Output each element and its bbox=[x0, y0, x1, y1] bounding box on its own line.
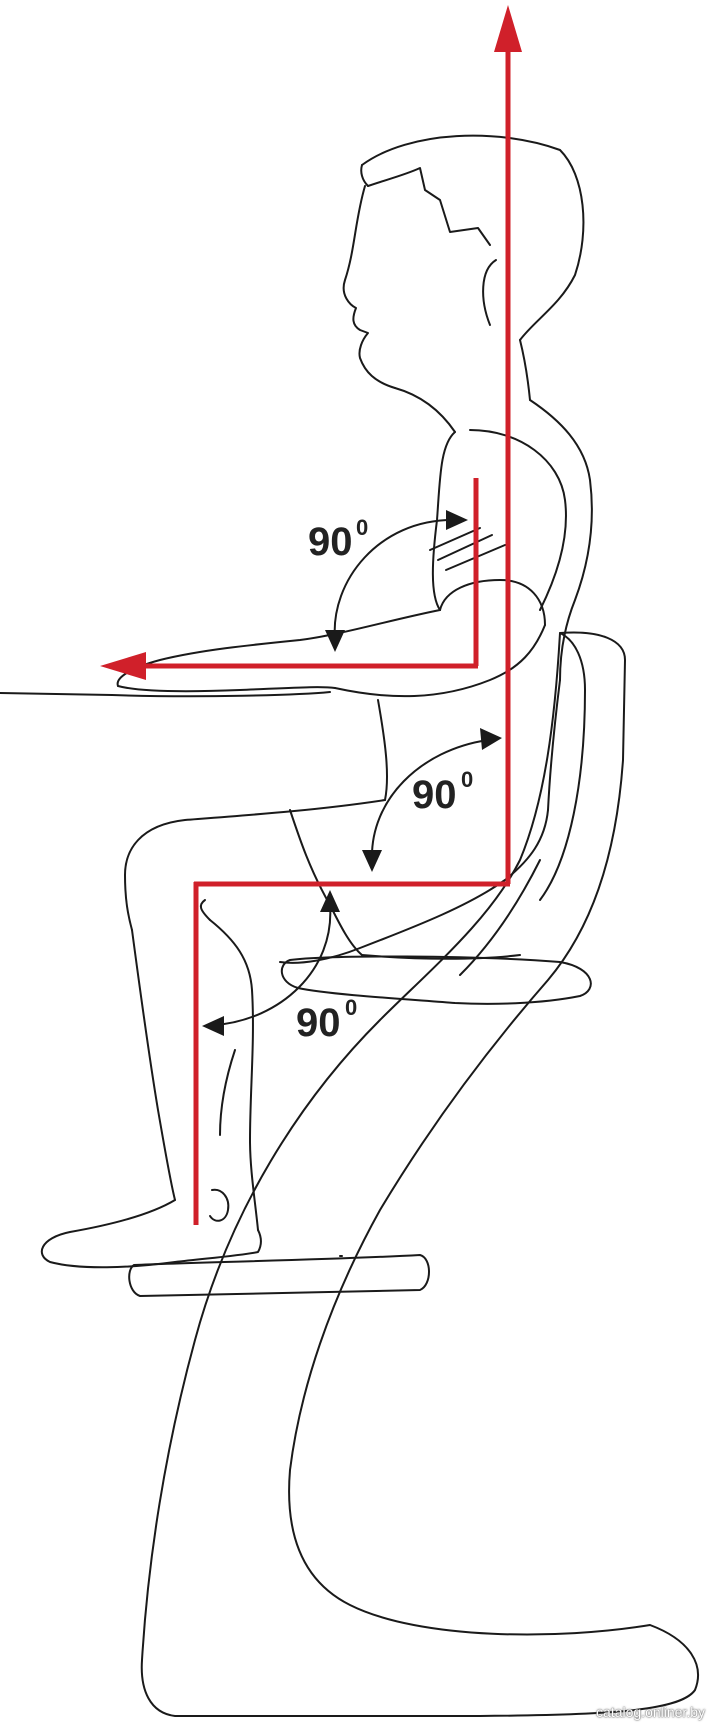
knee-arrow-up-head bbox=[320, 890, 340, 912]
elbow-angle-label: 90 bbox=[308, 520, 353, 564]
arrow-left-head bbox=[100, 652, 146, 680]
knee-angle: 90 0 bbox=[202, 890, 357, 1045]
knee-arrow-left-head bbox=[202, 1016, 224, 1036]
hip-angle: 90 0 bbox=[362, 728, 502, 872]
watermark-text: catalog.onliner.by bbox=[596, 1704, 705, 1720]
posture-lines bbox=[100, 5, 522, 1225]
elbow-arrow-right-head bbox=[446, 510, 468, 530]
elbow-angle-degree: 0 bbox=[356, 515, 368, 540]
hip-angle-label: 90 bbox=[412, 773, 457, 817]
hip-arrow-right-head bbox=[480, 728, 502, 750]
child-outline bbox=[40, 134, 593, 1269]
arrow-up-head bbox=[494, 5, 522, 52]
elbow-angle: 90 0 bbox=[308, 510, 468, 652]
table-outline bbox=[0, 691, 331, 698]
chair-outline bbox=[128, 631, 699, 1717]
knee-angle-degree: 0 bbox=[345, 995, 357, 1020]
hip-angle-degree: 0 bbox=[461, 767, 473, 792]
hip-arrow-down-head bbox=[362, 850, 382, 872]
elbow-arrow-down-head bbox=[325, 630, 345, 652]
knee-angle-label: 90 bbox=[296, 1001, 341, 1045]
